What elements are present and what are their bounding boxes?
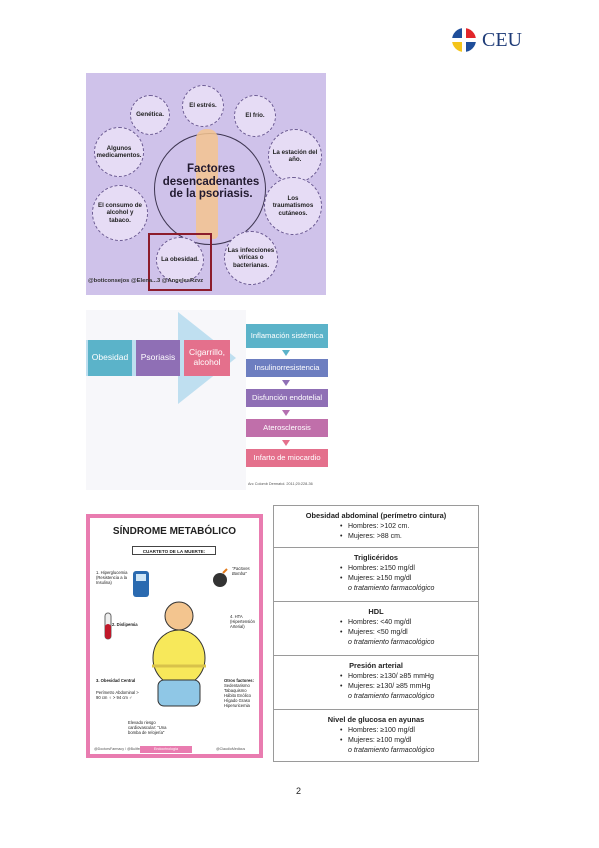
chain-step: Insulinorresistencia bbox=[246, 359, 328, 377]
chain-step: Infarto de miocardio bbox=[246, 449, 328, 467]
criteria-line: Hombres: ≥150 mg/dl bbox=[340, 564, 478, 574]
criteria-row: HDL Hombres: <40 mg/dl Mujeres: <50 mg/d… bbox=[274, 601, 478, 655]
criteria-row: Obesidad abdominal (perímetro cintura) H… bbox=[274, 506, 478, 547]
criteria-line: Hombres: ≥130/ ≥85 mmHg bbox=[340, 672, 478, 682]
chain-step: Disfunción endotelial bbox=[246, 389, 328, 407]
other-factor: Hábito Enólico bbox=[224, 693, 252, 699]
criteria-line: Mujeres: >88 cm. bbox=[340, 532, 478, 542]
criteria-list: Hombres: >102 cm. Mujeres: >88 cm. bbox=[274, 522, 478, 542]
ceu-logo: CEU bbox=[452, 28, 532, 54]
other-factor: Hiperuricemia bbox=[224, 703, 250, 709]
perimetro-men: > 94 cm ♂ bbox=[112, 695, 133, 701]
footer-left: @DoctorsFarmacy / @Bulifem bbox=[94, 747, 143, 751]
factor-bubble: La obesidad. bbox=[156, 237, 204, 283]
item-hta: 4. HTA (Hipertensión Arterial) bbox=[230, 614, 255, 630]
factor-bubble: Genética. bbox=[130, 95, 170, 135]
other-factor: Hígado Graso bbox=[224, 698, 251, 704]
criteria-title: Obesidad abdominal (perímetro cintura) bbox=[305, 511, 447, 520]
item-dislipemia: 2. Dislipemia bbox=[112, 622, 138, 627]
perimetro-block: Perímetro Abdominal > 90 cm ♀ > 94 cm ♂ bbox=[96, 690, 142, 700]
other-factor: Sedentarismo bbox=[224, 683, 250, 689]
factor-bubble: Algunos medicamentos. bbox=[94, 127, 144, 177]
down-arrow-icon bbox=[282, 440, 290, 446]
criteria-note: o tratamiento farmacológico bbox=[348, 693, 435, 700]
perimetro-label: Perímetro Abdominal bbox=[96, 690, 136, 695]
poster-subtitle: CUARTETO DE LA MUERTE: bbox=[132, 546, 216, 555]
cigarrillo-box: Cigarrillo, alcohol bbox=[184, 340, 230, 376]
down-arrow-icon bbox=[282, 350, 290, 356]
factor-bubble: La estación del año. bbox=[268, 129, 322, 183]
page-number: 2 bbox=[296, 786, 302, 796]
obesity-highlight-box bbox=[148, 233, 212, 291]
cartoon-man-icon bbox=[152, 601, 206, 707]
item-hiperglucemia: 1. Hiperglucemia (Resistencia a la Insul… bbox=[96, 570, 128, 586]
criteria-note: o tratamiento farmacológico bbox=[348, 747, 435, 754]
psoriasis-box: Psoriasis bbox=[136, 340, 180, 376]
criteria-note: o tratamiento farmacológico bbox=[348, 585, 435, 592]
footer-center: Endocrinología bbox=[140, 746, 192, 753]
ceu-logo-text: CEU bbox=[482, 29, 522, 51]
big-arrow-icon bbox=[86, 312, 236, 404]
down-arrow-icon bbox=[282, 410, 290, 416]
glucometer-icon bbox=[133, 571, 149, 597]
metabolic-criteria-table: Obesidad abdominal (perímetro cintura) H… bbox=[273, 505, 479, 762]
bomb-note: "Factores Bomba" bbox=[232, 566, 250, 577]
human-figure-icon bbox=[196, 129, 218, 239]
criteria-title: HDL bbox=[368, 607, 384, 616]
poster-title: SÍNDROME METABÓLICO bbox=[112, 526, 237, 537]
criteria-note: o tratamiento farmacológico bbox=[348, 639, 435, 646]
perimetro-women: > 90 cm ♀ bbox=[96, 690, 139, 701]
criteria-line: Mujeres: ≥130/ ≥85 mmHg bbox=[340, 682, 478, 692]
criteria-row: Triglicéridos Hombres: ≥150 mg/dl Mujere… bbox=[274, 547, 478, 601]
chain-step: Aterosclerosis bbox=[246, 419, 328, 437]
factor-bubble: Las infecciones víricas o bacterianas. bbox=[224, 231, 278, 285]
criteria-row: Nivel de glucosa en ayunas Hombres: ≥100… bbox=[274, 709, 478, 761]
criteria-list: Hombres: ≥150 mg/dl Mujeres: ≥150 mg/dl … bbox=[274, 564, 478, 594]
criteria-line: Mujeres: <50 mg/dl bbox=[340, 628, 478, 638]
criteria-line: Mujeres: ≥150 mg/dl bbox=[340, 574, 478, 584]
poster-footer: @DoctorsFarmacy / @Bulifem Endocrinologí… bbox=[90, 746, 259, 754]
factor-bubble: El estrés. bbox=[182, 85, 224, 127]
criteria-title: Presión arterial bbox=[349, 661, 403, 670]
chain-step: Inflamación sistémica bbox=[246, 324, 328, 348]
criteria-list: Hombres: <40 mg/dl Mujeres: <50 mg/dl o … bbox=[274, 618, 478, 648]
criteria-line: Hombres: ≥100 mg/dl bbox=[340, 726, 478, 736]
down-arrow-icon bbox=[282, 380, 290, 386]
metabolic-syndrome-poster: SÍNDROME METABÓLICO CUARTETO DE LA MUERT… bbox=[86, 514, 263, 758]
criteria-line: Mujeres: ≥100 mg/dl bbox=[340, 736, 478, 746]
criteria-list: Hombres: ≥130/ ≥85 mmHg Mujeres: ≥130/ ≥… bbox=[274, 672, 478, 702]
risk-note: Elevado riesgo cardiovascular: "Una bomb… bbox=[128, 720, 167, 736]
criteria-line: Hombres: >102 cm. bbox=[340, 522, 478, 532]
psoriasis-triggers-infographic: Factores desencadenantes de la psoriasis… bbox=[86, 73, 326, 295]
blood-tube-icon bbox=[104, 612, 112, 640]
obesity-psoriasis-diagram: Obesidad Psoriasis Cigarrillo, alcohol I… bbox=[86, 310, 328, 490]
infographic-title: Factores desencadenantes de la psoriasis… bbox=[162, 163, 260, 201]
footer-right: @ClaudioMedicus bbox=[216, 747, 246, 751]
factor-bubble: El frío. bbox=[234, 95, 276, 137]
ceu-emblem-icon bbox=[452, 28, 476, 52]
factor-bubble: Los traumatismos cutáneos. bbox=[264, 177, 322, 235]
diagram-reference: Arc Colomb Dermatol. 2011;20:228-36 bbox=[248, 482, 313, 486]
item-obesidad-central: 3. Obesidad Central bbox=[96, 678, 136, 683]
criteria-line: Hombres: <40 mg/dl bbox=[340, 618, 478, 628]
factor-bubble: El consumo de alcohol y tabaco. bbox=[92, 185, 148, 241]
infographic-credit: @boticonsejos @Elena...3 @AngelesRzvz bbox=[88, 278, 204, 284]
other-factors-title: Otros factores: bbox=[224, 678, 255, 683]
bomb-icon bbox=[213, 568, 228, 587]
other-factor: Tabaquismo bbox=[224, 688, 247, 694]
other-factors: Otros factores: Sedentarismo Tabaquismo … bbox=[224, 678, 260, 708]
criteria-row: Presión arterial Hombres: ≥130/ ≥85 mmHg… bbox=[274, 655, 478, 709]
criteria-title: Triglicéridos bbox=[354, 553, 398, 562]
criteria-title: Nivel de glucosa en ayunas bbox=[327, 715, 425, 724]
criteria-list: Hombres: ≥100 mg/dl Mujeres: ≥100 mg/dl … bbox=[274, 726, 478, 756]
obesidad-box: Obesidad bbox=[88, 340, 132, 376]
